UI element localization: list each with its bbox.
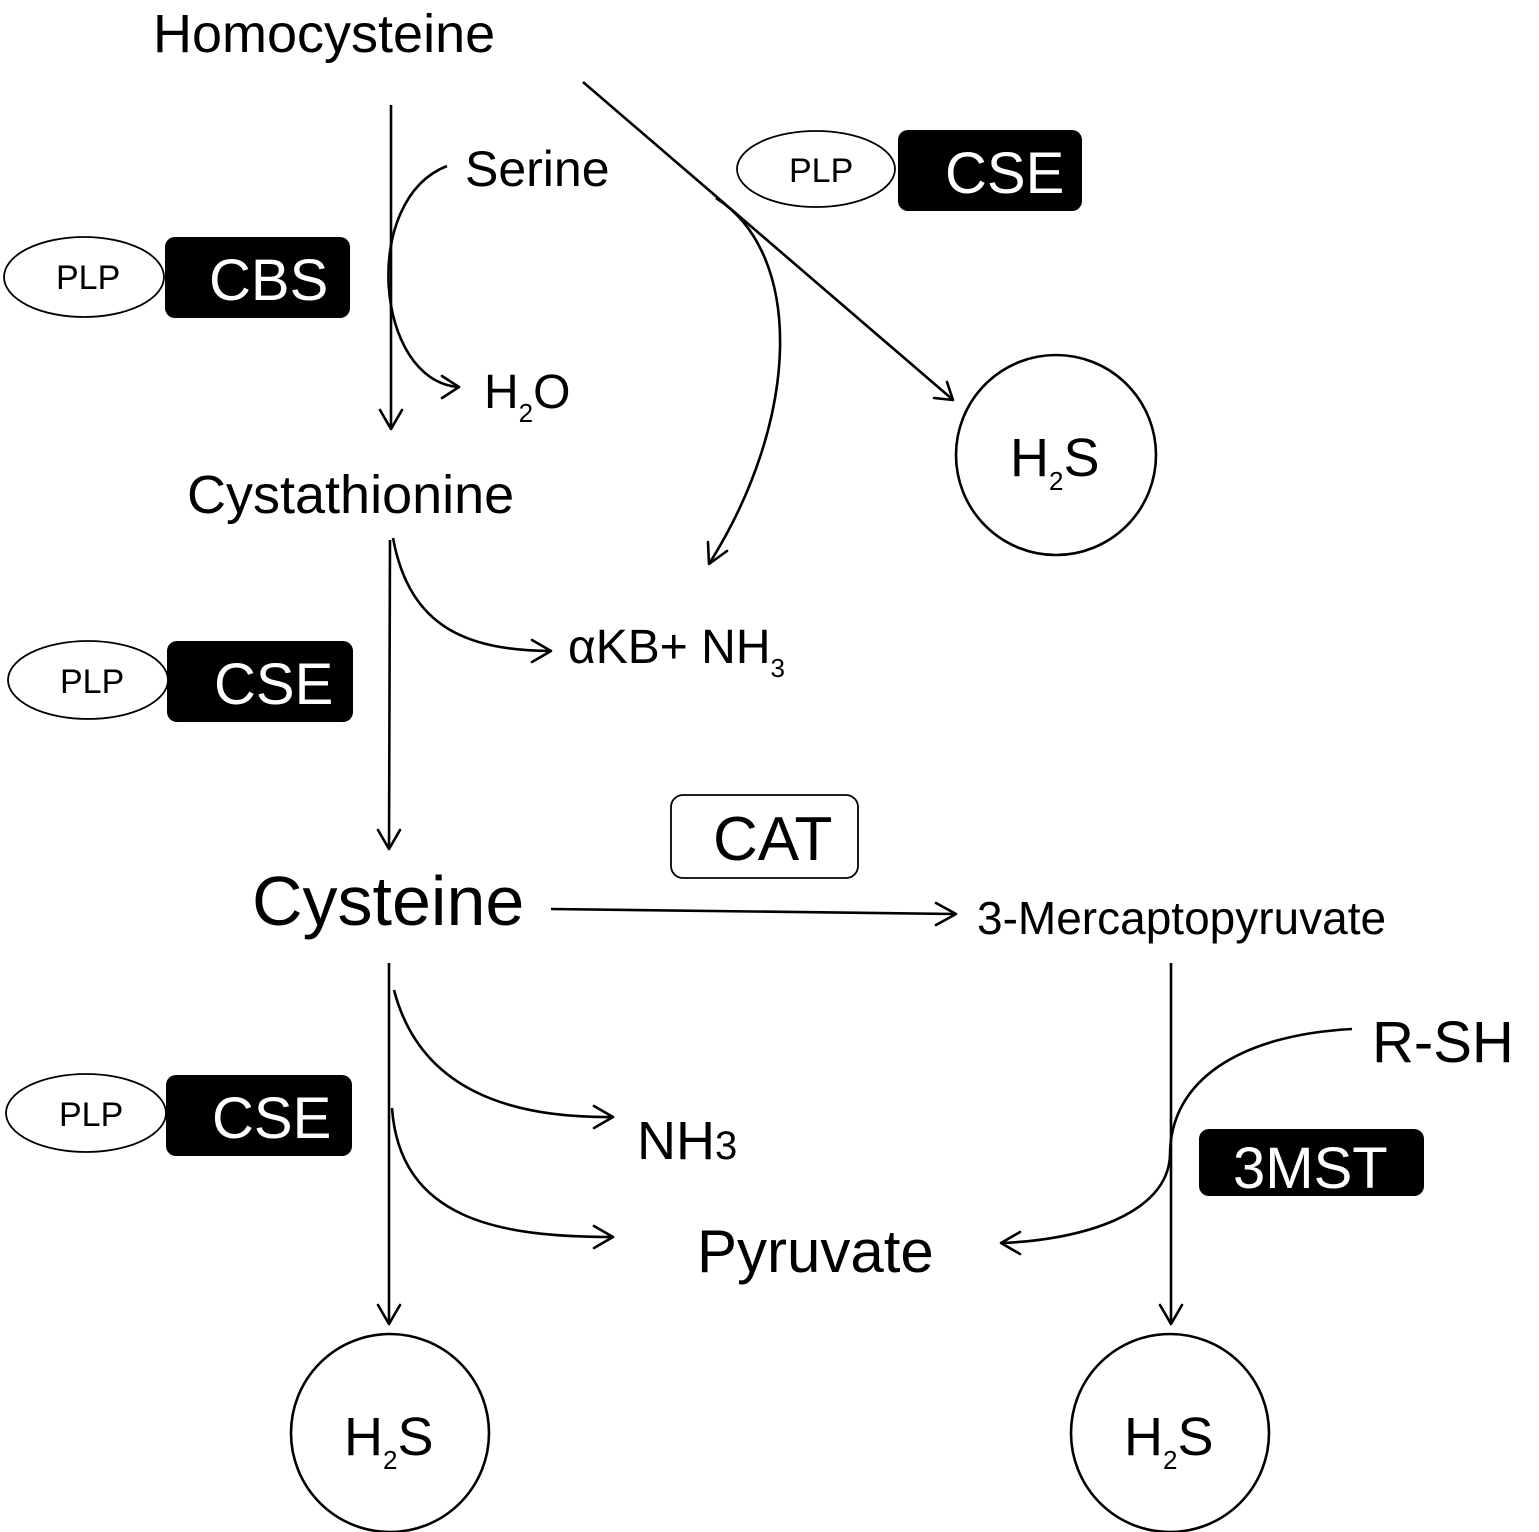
arrow-cysteine-to-mercaptopyruvate <box>550 907 956 916</box>
enzyme-cse-bottom: PLP CSE <box>5 1073 352 1156</box>
svg-text:PLP: PLP <box>789 152 853 190</box>
plp-cofactor <box>5 1073 167 1153</box>
svg-text:PLP: PLP <box>60 663 124 701</box>
arrow-cysteine-to-nh3 <box>392 989 613 1119</box>
mercaptopyruvate-label: 3-Mercaptopyruvate <box>977 892 1386 944</box>
enzyme-cat: CAT <box>670 794 859 879</box>
svg-text:H2S: H2S <box>344 1407 434 1475</box>
svg-text:3MST: 3MST <box>1233 1136 1388 1201</box>
svg-text:CSE: CSE <box>212 1086 331 1151</box>
svg-text:CSE: CSE <box>214 652 333 717</box>
arrowhead <box>376 828 402 851</box>
svg-text:CBS: CBS <box>209 248 328 313</box>
plp-cofactor <box>3 236 165 318</box>
arrowhead <box>592 1104 615 1130</box>
arrowhead <box>932 380 955 402</box>
arrow-cystathionine-to-cysteine <box>387 539 392 849</box>
arrow-cystathionine-to-akb <box>391 537 551 653</box>
enzyme-cse-middle: PLP CSE <box>7 640 353 722</box>
arrow-cysteine-to-pyruvate <box>390 1107 613 1239</box>
homocysteine-label: Homocysteine <box>153 4 495 64</box>
enzyme-cbs: PLP CBS <box>3 236 350 318</box>
cystathionine-label: Cystathionine <box>187 465 514 525</box>
arrowhead <box>376 1303 402 1326</box>
arrowhead <box>440 374 461 400</box>
arrowhead <box>592 1224 615 1250</box>
arrow-serine-to-h2o <box>387 164 459 389</box>
cysteine-label: Cysteine <box>252 862 524 940</box>
arrow-rsh-to-pyruvate <box>1001 1027 1353 1245</box>
serine-label: Serine <box>465 141 610 197</box>
arrow-cse-branch-to-akb <box>707 196 782 565</box>
arrowhead <box>934 901 958 927</box>
svg-text:CAT: CAT <box>713 805 832 874</box>
arrowhead <box>706 540 729 566</box>
h2s-node: H2S <box>1069 1332 1271 1532</box>
svg-text:H2S: H2S <box>1010 428 1100 496</box>
arrowhead <box>999 1230 1022 1256</box>
arrowhead <box>1158 1303 1184 1326</box>
enzyme-3mst: 3MST <box>1199 1129 1424 1201</box>
svg-text:H2S: H2S <box>1124 1407 1214 1475</box>
arrowhead <box>378 408 404 431</box>
enzyme-cse-top: PLP CSE <box>736 130 1082 211</box>
svg-text:PLP: PLP <box>56 259 120 297</box>
svg-text:CSE: CSE <box>945 141 1064 206</box>
svg-text:PLP: PLP <box>59 1096 123 1134</box>
plp-cofactor <box>736 130 896 208</box>
arrow-homocysteine-to-h2s <box>582 81 953 400</box>
rsh-label: R-SH <box>1372 1010 1514 1075</box>
pyruvate-label: Pyruvate <box>697 1218 934 1285</box>
arrowhead <box>530 638 553 664</box>
h2o-label: H2O <box>484 366 570 428</box>
nh3-label: NH3 <box>637 1111 737 1171</box>
akb-nh3-label: αKB+ NH3 <box>568 621 785 683</box>
h2s-node: H2S <box>954 353 1158 557</box>
plp-cofactor <box>7 640 169 720</box>
h2s-node: H2S <box>289 1332 491 1532</box>
